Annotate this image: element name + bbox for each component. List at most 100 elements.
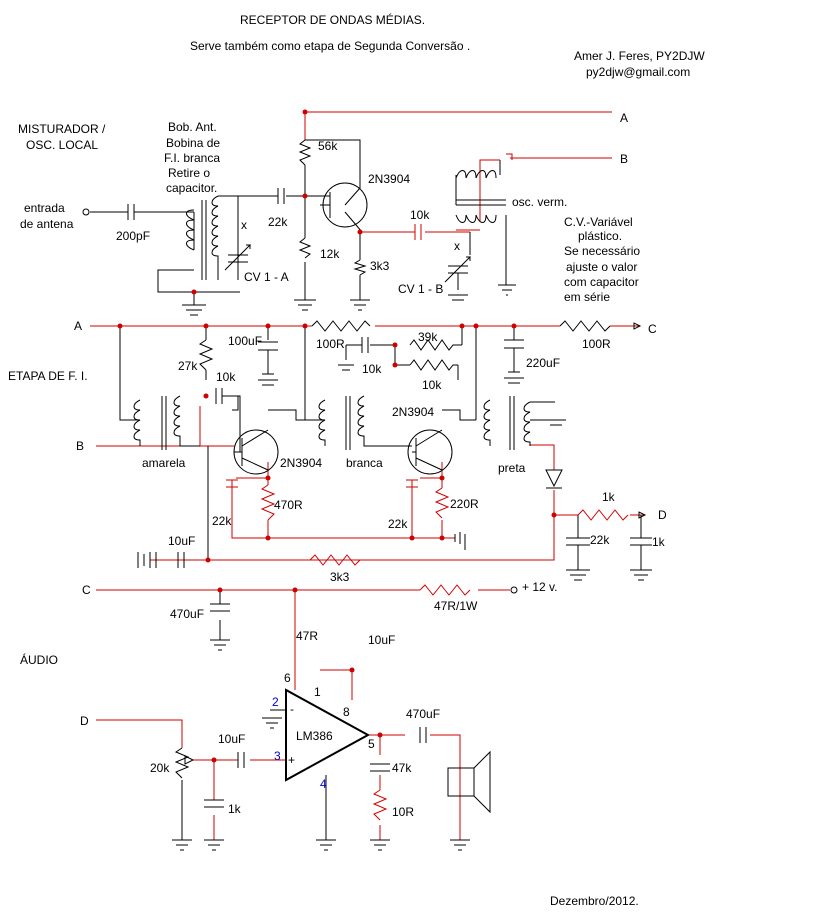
cv1a-capacitor — [224, 244, 252, 271]
resistor-39k — [409, 339, 462, 351]
pin-3: 3 — [274, 749, 281, 763]
cv-note-1: C.V.-Variável — [564, 215, 633, 229]
node-d-left: D — [80, 714, 89, 728]
lm386-ic — [285, 688, 371, 782]
cv-note-4: ajuste o valor — [566, 260, 637, 274]
ic-plus: + — [288, 753, 295, 767]
title: RECEPTOR DE ONDAS MÉDIAS. — [240, 12, 425, 27]
wiring-audio — [96, 589, 510, 840]
detector-diode — [545, 469, 563, 489]
label-3k3-top: 3k3 — [370, 259, 390, 273]
terminals — [82, 208, 647, 594]
capacitor-470uf-out — [419, 727, 427, 743]
label-cv1a: CV 1 - A — [244, 270, 289, 284]
coil-osc — [455, 170, 506, 223]
coil-note-3: F.I. branca — [164, 151, 220, 165]
supply-terminal — [510, 586, 518, 594]
label-10uf-agc: 10uF — [168, 534, 195, 548]
capacitor-470uf — [210, 603, 230, 612]
label-56k: 56k — [318, 139, 338, 153]
antenna-note-2: de antena — [20, 217, 74, 231]
junction-dots — [117, 109, 557, 763]
transistors — [233, 182, 453, 475]
osc-note: osc. verm. — [512, 195, 567, 209]
label-10k-if: 10k — [216, 370, 236, 384]
subtitle: Serve também como etapa de Segunda Conve… — [190, 39, 470, 53]
node-b-left: B — [76, 439, 84, 453]
resistor-12k — [298, 237, 312, 259]
pin-6: 6 — [284, 671, 291, 685]
capacitor-220uf — [504, 339, 524, 373]
capacitor-10uf-agc — [149, 552, 185, 568]
label-branca: branca — [346, 456, 383, 470]
label-12k: 12k — [320, 247, 340, 261]
node-a-top: A — [620, 111, 628, 125]
resistor-3k3-agc — [309, 554, 361, 566]
resistor-47r1w — [419, 584, 471, 596]
capacitor-100uf — [258, 341, 278, 375]
wiring-if-stage — [90, 325, 645, 561]
label-amarela: amarela — [142, 456, 186, 470]
label-10k-mid-c: 10k — [362, 362, 382, 376]
cv-note-5: com capacitor — [564, 275, 639, 289]
pin-5: 5 — [368, 737, 375, 751]
label-39k: 39k — [418, 330, 438, 344]
pin-1: 1 — [314, 685, 321, 699]
capacitor-22k-if1 — [226, 479, 238, 488]
node-c-left: C — [82, 583, 91, 597]
pin-8: 8 — [343, 705, 350, 719]
label-200pf: 200pF — [116, 229, 150, 243]
audio-label: ÁUDIO — [20, 652, 58, 667]
label-470uf: 470uF — [170, 607, 204, 621]
supply-label: + 12 v. — [522, 580, 557, 594]
label-22k-if2: 22k — [388, 517, 408, 531]
label-1k-det-c: 1k — [652, 535, 666, 549]
variable-capacitors — [224, 244, 472, 290]
coil-note-4: Retire o — [168, 166, 210, 180]
label-47r1w: 47R/1W — [434, 599, 478, 613]
resistor-220r — [434, 487, 450, 519]
resistor-1k-det — [577, 509, 629, 521]
coil-note-2: Bobina de — [166, 136, 220, 150]
if-stage-label: ETAPA DE F. I. — [8, 369, 88, 383]
coil-note-1: Bob. Ant. — [168, 120, 217, 134]
capacitor-22k-det — [566, 537, 590, 570]
label-10uf-floating: 10uF — [368, 633, 395, 647]
speaker-icon — [447, 750, 491, 814]
label-cv1b: CV 1 - B — [398, 282, 443, 296]
coil-if-branca — [318, 395, 412, 450]
label-1k-det: 1k — [602, 490, 616, 504]
antenna-note-1: entrada — [24, 201, 65, 215]
resistor-3k3-top — [353, 259, 367, 276]
cv-note-3: Se necessário — [564, 244, 640, 258]
x-mark-1: x — [241, 218, 247, 232]
label-100r-c: 100R — [582, 337, 611, 351]
label-20k: 20k — [150, 761, 170, 775]
capacitor-10k-mid — [345, 337, 369, 360]
coils — [133, 170, 531, 450]
label-3k3-agc: 3k3 — [330, 570, 350, 584]
mixer-label-2: OSC. LOCAL — [26, 138, 98, 152]
capacitor-200pf — [127, 204, 140, 220]
label-10k-osc: 10k — [410, 208, 430, 222]
resistor-10r — [372, 789, 388, 821]
label-10r: 10R — [392, 805, 414, 819]
label-10k-mid-r: 10k — [422, 378, 442, 392]
potentiometer-20k — [174, 747, 195, 779]
x-mark-2: x — [454, 239, 460, 253]
node-a-left: A — [74, 319, 82, 333]
capacitor-1k-det — [630, 537, 652, 570]
notes: entrada de antena Bob. Ant. Bobina de F.… — [20, 120, 640, 304]
label-q-top: 2N3904 — [368, 172, 410, 186]
label-47r: 47R — [296, 629, 318, 643]
antenna-terminal — [82, 208, 90, 216]
cv-note-6: em série — [564, 290, 610, 304]
label-220r: 220R — [450, 497, 479, 511]
coil-if-preta — [483, 396, 531, 450]
capacitor-10k-osc — [414, 224, 422, 240]
label-470r: 470R — [274, 498, 303, 512]
label-27k: 27k — [178, 359, 198, 373]
diode — [545, 469, 563, 489]
capacitor-10uf-in — [237, 752, 245, 768]
resistor-470r — [260, 484, 276, 521]
